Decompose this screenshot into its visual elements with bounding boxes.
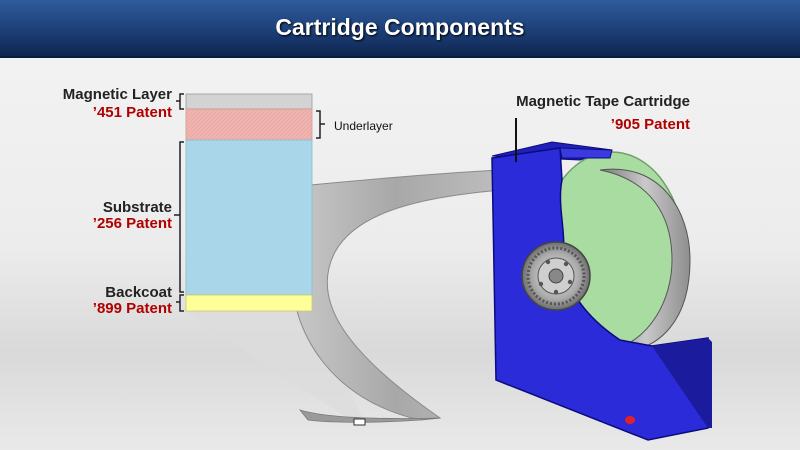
backcoat-patent: ’899 Patent	[92, 300, 172, 317]
backcoat-label: Backcoat	[105, 284, 172, 301]
magnetic-layer-label: Magnetic Layer	[62, 86, 172, 103]
cartridge-illustration	[491, 141, 712, 441]
write-protect-tab	[625, 416, 635, 424]
magnetic-layer-patent: ’451 Patent	[92, 104, 172, 121]
tape-tail	[298, 409, 441, 423]
underlayer-bracket	[316, 110, 325, 139]
underlayer-hatch	[186, 109, 312, 140]
substrate-bracket	[174, 141, 184, 293]
substrate-label: Substrate	[102, 199, 172, 216]
underlayer-label: Underlayer	[334, 119, 393, 133]
backcoat-block	[185, 294, 313, 312]
substrate-patent: ’256 Patent	[92, 215, 172, 232]
substrate-block	[185, 139, 313, 296]
magnetic-layer-bracket	[176, 93, 184, 110]
cartridge-patent: ’905 Patent	[610, 116, 690, 133]
title-bar	[0, 0, 800, 58]
backcoat-bracket	[176, 294, 184, 312]
tape-sample-marker	[353, 418, 366, 426]
cartridge-label: Magnetic Tape Cartridge	[516, 93, 690, 110]
magnetic-layer-block	[185, 93, 313, 110]
page-title: Cartridge Components	[275, 14, 525, 40]
